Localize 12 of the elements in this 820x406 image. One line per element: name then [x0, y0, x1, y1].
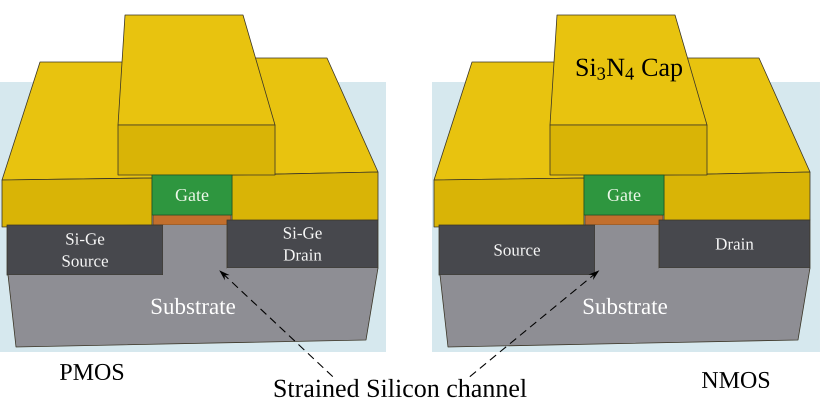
- drain-region: Si-Ge Drain: [226, 220, 378, 268]
- drain-region: Drain: [658, 220, 810, 268]
- cap-block: Si$_{3}$N$_{4}$ Cap: [550, 14, 708, 176]
- device-label: NMOS: [702, 372, 770, 388]
- source-region: Source: [438, 224, 596, 276]
- cap-block: [118, 14, 276, 176]
- source-region: Si-Ge Source: [6, 224, 164, 276]
- channel-region: [595, 225, 659, 270]
- channel-region: [163, 225, 227, 270]
- gate-block: Gate: [584, 174, 664, 216]
- callout-text: Strained Silicon channel: [274, 378, 527, 398]
- gate-block: Gate: [152, 174, 232, 216]
